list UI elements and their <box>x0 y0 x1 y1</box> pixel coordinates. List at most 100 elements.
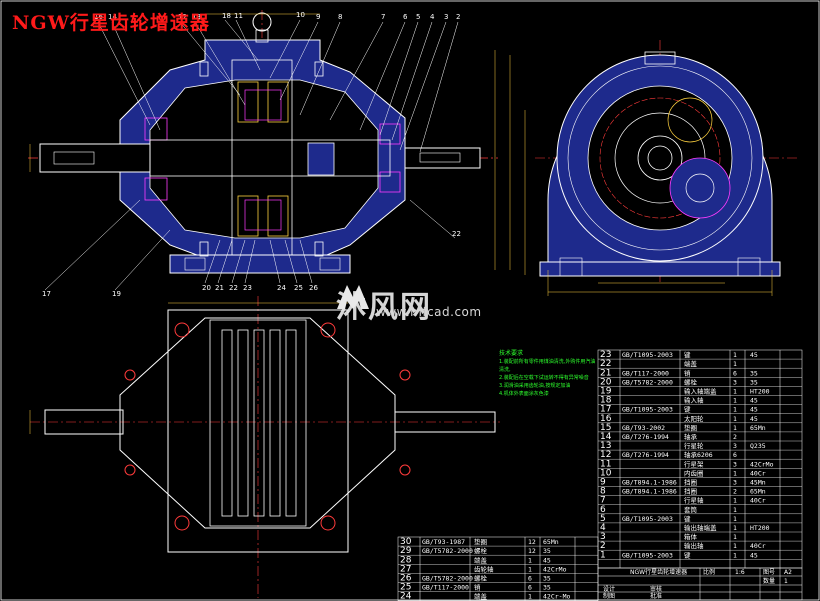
bom-cell-std: GB/T276-1994 <box>622 433 669 441</box>
bom-cell-qty: 1 <box>733 551 737 559</box>
bom-cell-qty: 2 <box>733 433 737 441</box>
bom-cell-qty: 1 <box>733 397 737 405</box>
bom-cell-name: 套筒 <box>684 505 698 514</box>
notes-heading: 技术要求 <box>499 350 524 357</box>
bom-cell-name: 键 <box>684 514 691 523</box>
bom-cell-std: GB/T117-2000 <box>622 369 669 377</box>
bom-cell-std: GB/T5782-2000 <box>422 547 473 555</box>
bom-cell-std: GB/T93-1987 <box>422 538 465 546</box>
plan-view <box>29 296 500 598</box>
bom-cell-name: 挡圈 <box>684 478 697 487</box>
bom-cell-no: 18 <box>600 396 612 406</box>
watermark-logo-icon <box>337 285 369 309</box>
callout-label: 6 <box>403 13 408 21</box>
bom-cell-qty: 1 <box>733 533 737 541</box>
scale-value: 1:6 <box>735 569 745 576</box>
callout-label: 14 <box>108 13 117 21</box>
bom-cell-std: GB/T894.1-1986 <box>622 479 677 487</box>
bom-cell-qty: 6 <box>733 369 737 377</box>
bom-cell-no: 4 <box>600 523 606 533</box>
qty-value: 1 <box>784 578 788 585</box>
scale-label: 比例 <box>703 568 715 576</box>
sheet-value: A2 <box>784 569 792 576</box>
callouts-top: 16 14 12 13 18 11 10 9 8 7 6 5 4 3 2 <box>94 11 460 21</box>
bom-cell-no: 29 <box>400 546 412 556</box>
bom-cell-no: 16 <box>600 414 612 424</box>
bom-cell-std: GB/T1095-2003 <box>622 406 673 414</box>
drawing-name: NGW行星齿轮增速器 <box>630 568 687 576</box>
bom-cell-name: 太阳轮 <box>684 414 704 423</box>
bom-cell-mat: 65Mn <box>750 424 766 432</box>
callout-label: 22 <box>452 230 461 238</box>
bom-cell-qty: 1 <box>733 406 737 414</box>
bom-cell-name: 输入轴端盖 <box>684 387 717 396</box>
callout-label: 18 <box>222 12 231 20</box>
callouts-bottom: 20 21 22 23 24 25 26 19 17 22 <box>42 230 461 298</box>
bom-cell-name: 键 <box>684 405 691 414</box>
bom-cell-name: 轴承6206 <box>684 450 713 459</box>
bom-cell-mat: Q235 <box>750 442 766 450</box>
bom-cell-mat: 42Cr-Mo <box>543 593 570 601</box>
bom-cell-no: 22 <box>600 359 611 369</box>
bom-cell-no: 19 <box>600 387 612 397</box>
callout-label: 16 <box>94 13 103 21</box>
callout-label: 11 <box>234 12 243 20</box>
bom-cell-qty: 3 <box>733 442 737 450</box>
bom-cell-mat: 45 <box>750 397 758 405</box>
bom-cell-name: 螺栓 <box>684 377 698 386</box>
watermark-brand: 沐风网 <box>336 290 432 325</box>
bom-cell-no: 28 <box>400 555 412 565</box>
bom-cell-name: 齿轮轴 <box>474 564 494 573</box>
callout-label: 3 <box>444 13 448 21</box>
bom-cell-qty: 1 <box>733 515 737 523</box>
bom-cell-mat: 65Mn <box>543 538 559 546</box>
bom-cell-std: GB/T5782-2000 <box>622 378 673 386</box>
bom-cell-no: 8 <box>600 487 606 497</box>
bom-cell-name: 垫圈 <box>684 423 697 432</box>
note-line: 3.润滑油采用齿轮油,按规定加油 <box>499 383 571 389</box>
bom-cell-qty: 1 <box>733 524 737 532</box>
bom-cell-std: GB/T1095-2003 <box>622 515 673 523</box>
bom-cell-qty: 1 <box>733 415 737 423</box>
bom-cell-mat: 35 <box>750 369 758 377</box>
callout-label: 10 <box>296 11 305 19</box>
bom-cell-mat: 65Mn <box>750 488 766 496</box>
bom-cell-qty: 1 <box>528 593 532 601</box>
callout-label: 4 <box>430 13 435 21</box>
bom-cell-mat: 35 <box>543 575 551 583</box>
bom-cell-name: 螺栓 <box>474 546 488 555</box>
callout-label: 8 <box>338 13 342 21</box>
bom-cell-name: 输入轴 <box>684 396 704 405</box>
bom-cell-qty: 6 <box>733 451 737 459</box>
bom-cell-mat: 45 <box>750 351 758 359</box>
callout-label: 19 <box>112 290 121 298</box>
bom-cell-qty: 3 <box>733 460 737 468</box>
bom-cell-qty: 1 <box>733 497 737 505</box>
bom-cell-no: 13 <box>600 441 611 451</box>
bom-cell-no: 26 <box>400 574 412 584</box>
callout-label: 21 <box>215 284 224 292</box>
bom-cell-no: 25 <box>400 583 411 593</box>
bom-cell-mat: 40Cr <box>750 469 766 477</box>
note-line: 4.机体外表面涂灰色漆 <box>499 391 549 397</box>
bom-cell-no: 17 <box>600 405 611 415</box>
bom-cell-no: 11 <box>600 459 611 469</box>
callout-label: 17 <box>42 290 51 298</box>
sheet-label: 图号 <box>763 569 775 576</box>
bom-cell-mat: 45 <box>750 406 758 414</box>
side-view <box>509 40 800 296</box>
bom-cell-qty: 6 <box>528 584 532 592</box>
bom-cell-no: 10 <box>600 468 612 478</box>
bom-cell-no: 24 <box>400 592 412 601</box>
bom-cell-mat: 35 <box>543 584 551 592</box>
drawing-title: NGW行星齿轮增速器 <box>12 12 210 34</box>
bom-cell-mat: HT200 <box>750 388 770 396</box>
callout-label: 13 <box>192 13 201 21</box>
checker-label: 审核 <box>650 585 662 593</box>
bom-cell-name: 螺栓 <box>474 574 488 583</box>
bom-cell-std: GB/T894.1-1986 <box>622 488 677 496</box>
